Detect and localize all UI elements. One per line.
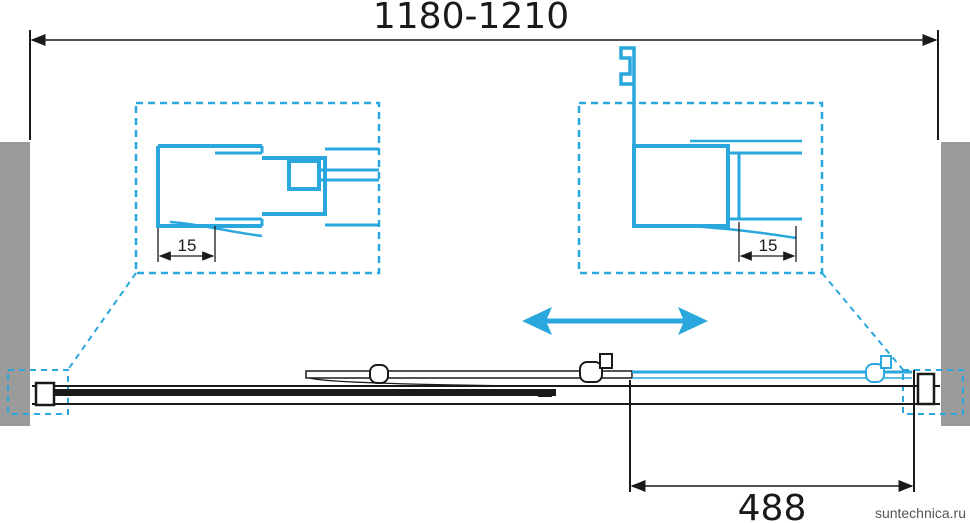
watermark: suntechnica.ru [875, 505, 966, 521]
right-detail-marker [902, 369, 964, 415]
left-gap-label: 15 [178, 236, 197, 255]
double-arrow-horizontal-icon [522, 307, 708, 335]
left-wall [0, 142, 30, 426]
left-detail: 15 [134, 101, 381, 275]
right-wall [941, 142, 970, 426]
right-gap-label: 15 [759, 236, 778, 255]
opening-width-label: 488 [738, 488, 807, 523]
overall-dimension: 1180-1210 [29, 0, 939, 140]
right-detail: 15 [577, 46, 824, 275]
opening-dimension: 488 [629, 370, 915, 523]
plan-view [32, 353, 940, 407]
detail-leaders [66, 272, 905, 372]
overall-width-label: 1180-1210 [373, 0, 569, 37]
